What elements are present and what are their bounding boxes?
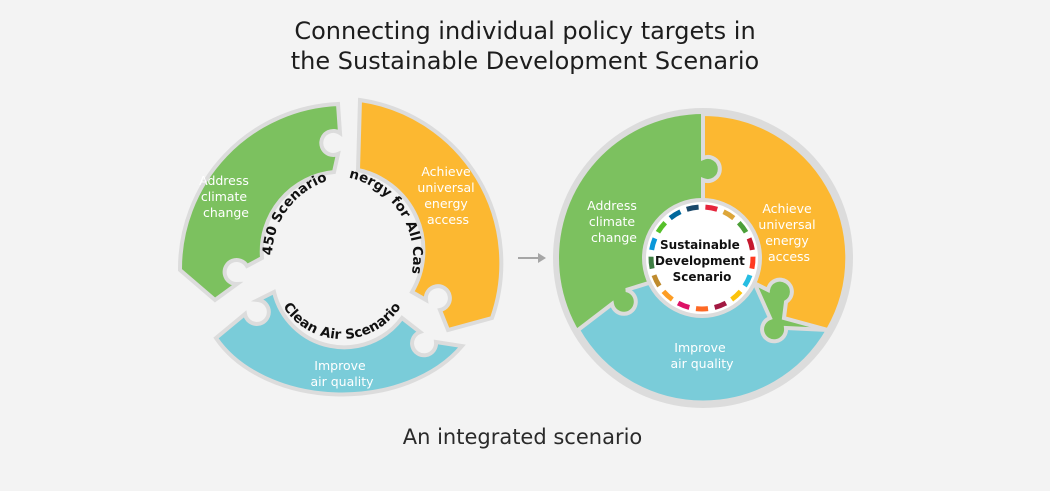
left-segment-energy — [355, 97, 504, 333]
sdg-dash — [749, 256, 756, 270]
core-label-sustainable-development-scenario: Sustainable Development Scenario — [655, 238, 749, 284]
transition-arrow — [518, 253, 546, 263]
right-segment-energy — [701, 111, 850, 333]
title-line-1: Connecting individual policy targets in — [294, 17, 756, 45]
sdg-dash — [736, 220, 749, 234]
left-segment-air — [213, 289, 466, 397]
sdg-dash — [655, 220, 668, 234]
sdg-dash — [649, 237, 658, 251]
left-air-label: Improve air quality — [310, 358, 374, 389]
left-diagram: Address climate change Achieve universal… — [0, 0, 504, 397]
left-segment-climate — [177, 101, 343, 303]
right-air-label: Improve air quality — [670, 340, 734, 371]
sdg-dash — [722, 209, 736, 221]
sdg-dash — [668, 209, 682, 221]
right-core-circle — [642, 198, 762, 318]
diagram-title: Connecting individual policy targets in … — [0, 16, 1050, 76]
sdg-dash — [686, 204, 699, 212]
sdg-dash — [713, 300, 728, 310]
sdg-dash — [648, 256, 655, 270]
sdg-dash — [705, 204, 718, 212]
sdg-dash — [661, 289, 674, 302]
right-climate-label: Address climate change — [587, 198, 641, 245]
right-segment-air — [575, 277, 832, 405]
title-line-2: the Sustainable Development Scenario — [290, 47, 760, 75]
left-energy-label: Achieve universal energy access — [417, 164, 478, 227]
sdg-color-ring — [648, 204, 756, 312]
diagram-caption: An integrated scenario — [402, 425, 643, 449]
right-diagram: Address climate change Achieve universal… — [553, 108, 853, 408]
sdg-dash — [746, 237, 755, 251]
left-climate-label: Address climate change — [199, 173, 253, 220]
sdg-dash — [676, 300, 691, 310]
sdg-dash — [730, 289, 743, 302]
sdg-dash — [742, 274, 753, 288]
sdg-dash — [651, 274, 662, 288]
right-energy-label: Achieve universal energy access — [758, 201, 819, 264]
